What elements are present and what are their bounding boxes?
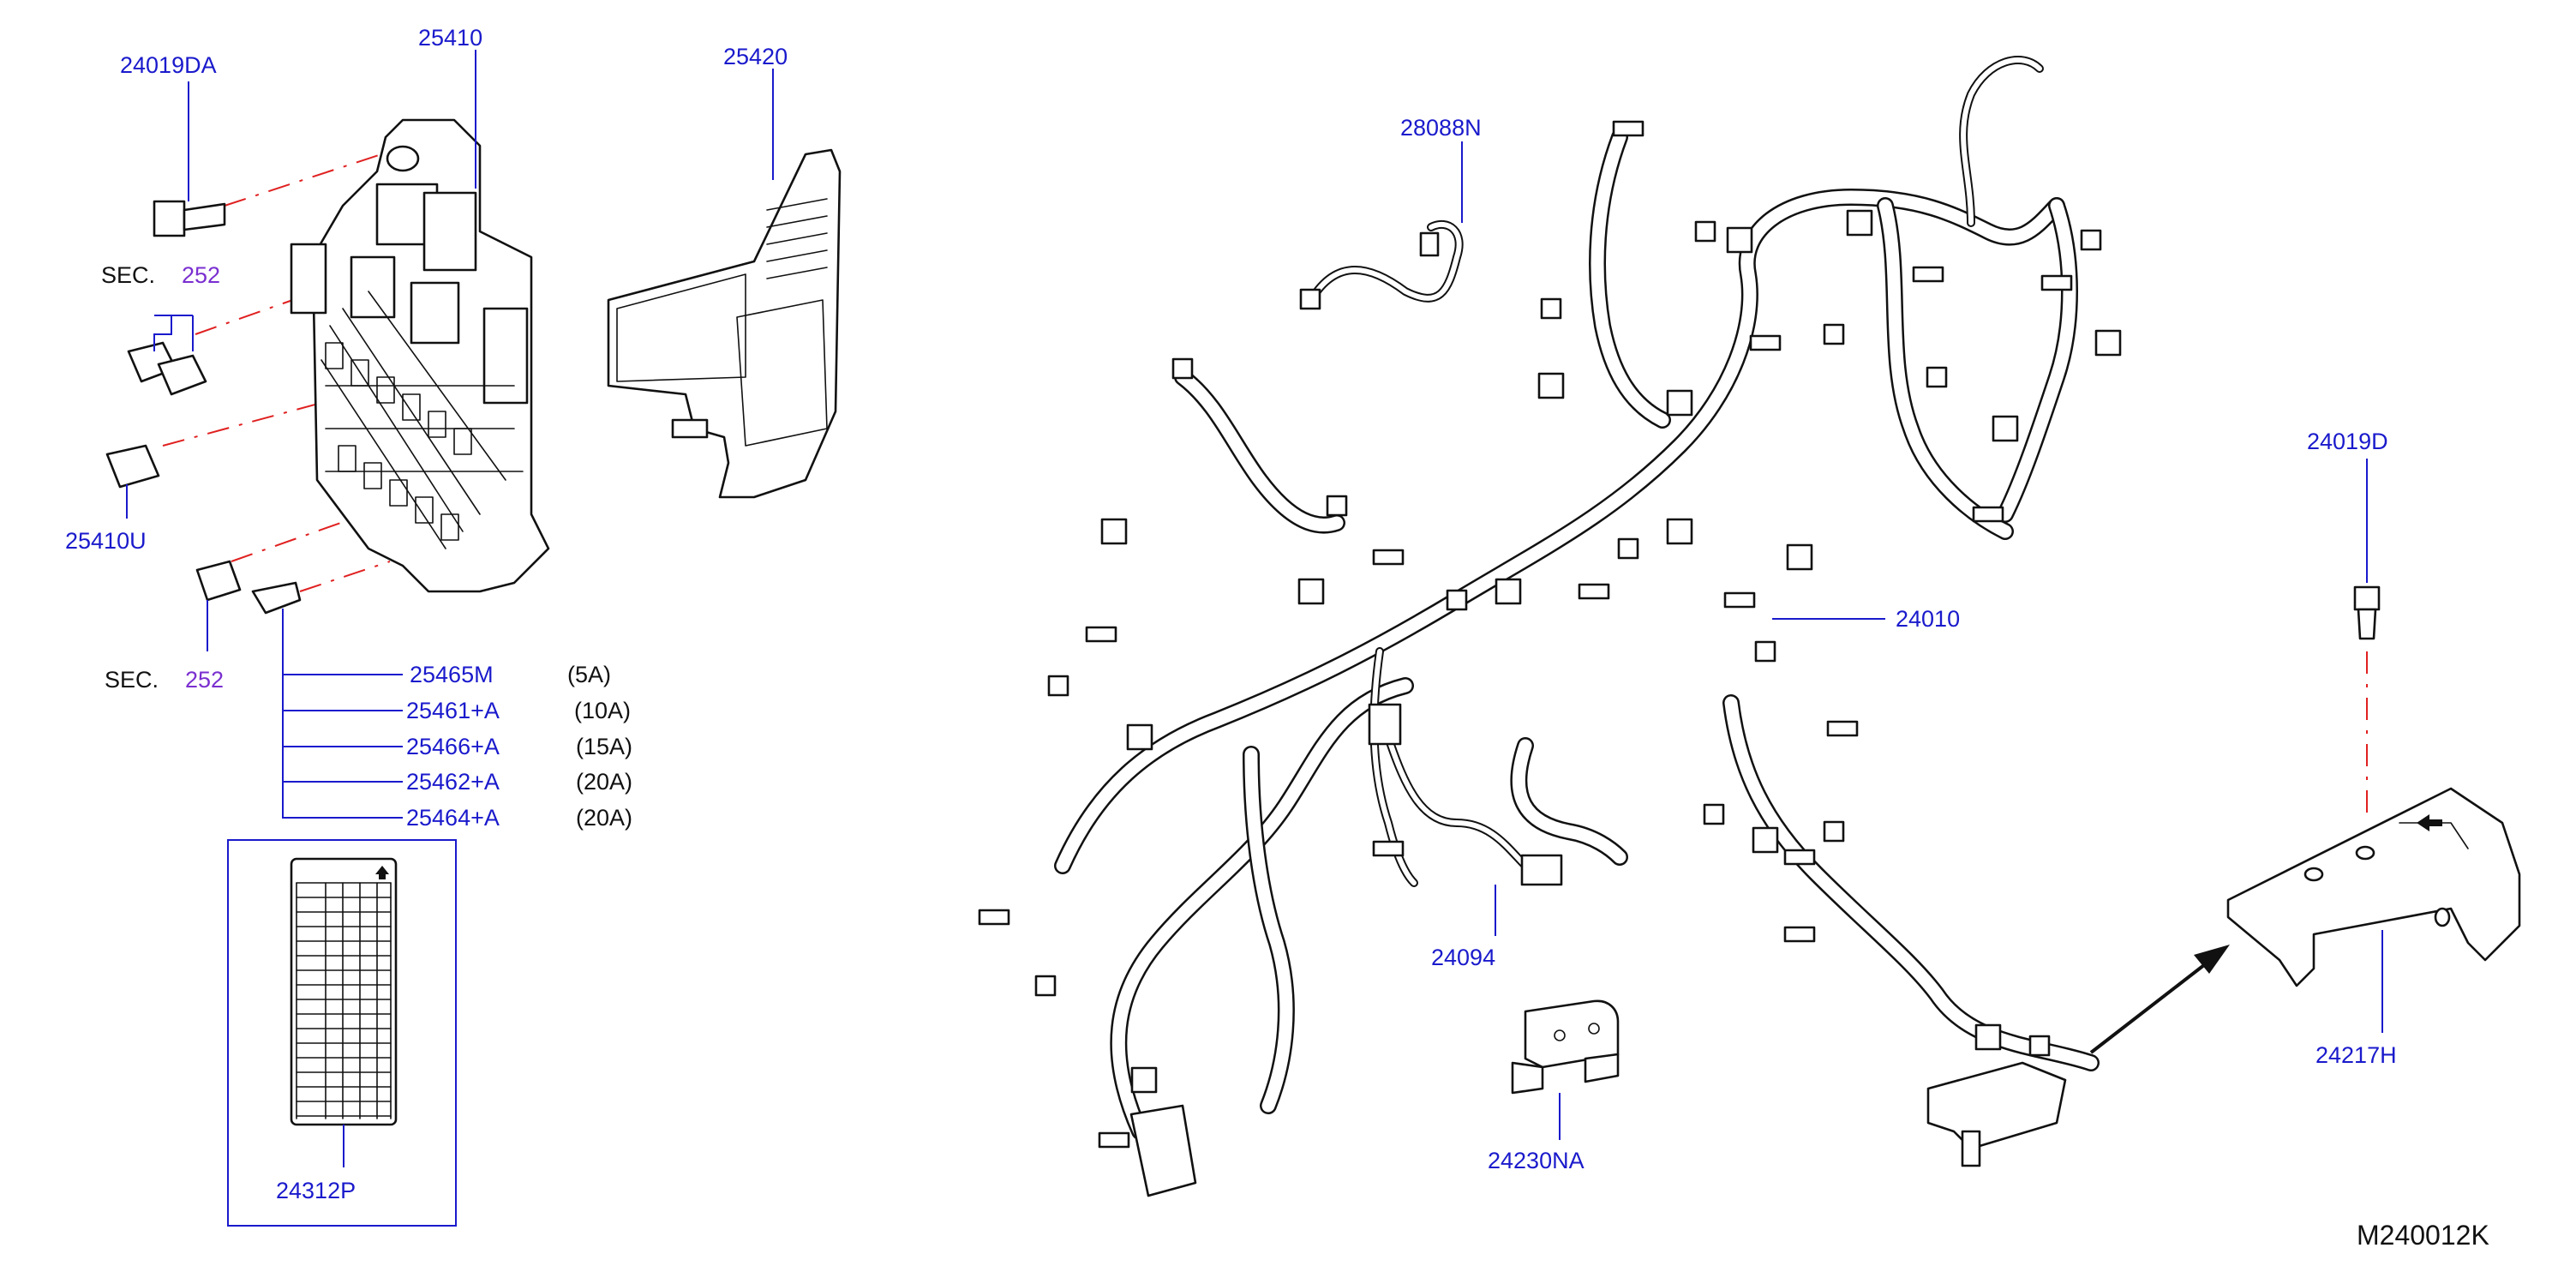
fuse-part-5: 25464+A xyxy=(406,805,500,831)
drawing-id: M240012K xyxy=(2357,1220,2489,1251)
callout-24230na: 24230NA xyxy=(1488,1148,1585,1173)
harness-connector xyxy=(1666,389,1693,417)
harness-connector xyxy=(2028,1035,2051,1057)
harness-connector xyxy=(1749,334,1782,351)
harness-connector xyxy=(1034,975,1057,997)
harness-connector xyxy=(1926,366,1948,388)
fuse-blade xyxy=(251,581,302,615)
harness-connector xyxy=(1126,723,1153,751)
fuse-part-1: 25465M xyxy=(410,662,494,687)
harness-connector xyxy=(2080,229,2102,251)
sub-harness: 24094 xyxy=(1368,703,1563,970)
section-ref-prefix-1: SEC. xyxy=(101,262,155,288)
fuse-rating-1: (5A) xyxy=(567,662,611,687)
harness-connector xyxy=(1786,543,1813,571)
harness-connector xyxy=(1992,415,2019,442)
harness-connector xyxy=(1723,591,1756,609)
harness-connector xyxy=(2040,274,2073,291)
fuse-rating-4: (20A) xyxy=(576,769,632,795)
callout-24019d: 24019D xyxy=(2307,429,2388,454)
harness-connector xyxy=(1297,578,1325,605)
harness-connector xyxy=(1974,1023,2002,1051)
harness-connector xyxy=(2094,329,2122,357)
callout-24010: 24010 xyxy=(1896,606,1960,632)
fuse-rating-2: (10A) xyxy=(574,698,631,723)
harness-connector xyxy=(1098,1131,1130,1149)
fuse-part-3: 25466+A xyxy=(406,734,500,759)
fuse-rating-3: (15A) xyxy=(576,734,632,759)
harness-connector xyxy=(1495,578,1522,605)
section-ref-number-2: 252 xyxy=(185,667,224,693)
section-ref-prefix-2: SEC. xyxy=(105,667,159,693)
fuse-block-cover: 25420 xyxy=(607,44,842,499)
callout-24312p: 24312P xyxy=(276,1178,356,1203)
callout-25410: 25410 xyxy=(418,25,482,51)
harness-connector xyxy=(1171,357,1194,380)
harness-connector xyxy=(1537,372,1565,399)
harness-connector xyxy=(1446,589,1468,611)
harness-lower-bracket xyxy=(1129,1061,2067,1197)
callout-24094: 24094 xyxy=(1431,945,1495,970)
relay-lower xyxy=(195,560,242,602)
harness-connector xyxy=(1100,518,1128,545)
harness-connector xyxy=(1372,840,1405,857)
harness-connector xyxy=(1578,583,1610,600)
harness-connector xyxy=(1130,1066,1158,1094)
fuse-part-4: 25462+A xyxy=(406,769,500,795)
callout-25410u: 25410U xyxy=(65,528,147,554)
fuse-rating-5: (20A) xyxy=(576,805,632,831)
harness-connector xyxy=(1783,926,1816,943)
fuse-block-assembly: 24019DA 25410 SEC. 252 25410U SEC. 252 xyxy=(65,25,550,819)
harness-connector xyxy=(1703,803,1725,825)
callout-24217h: 24217H xyxy=(2315,1042,2397,1068)
harness-connector xyxy=(1846,209,1873,237)
callout-24019da: 24019DA xyxy=(120,52,217,78)
main-harness: 24010 xyxy=(978,56,2122,1149)
relay-upper-pair xyxy=(127,341,207,396)
harness-connector xyxy=(1972,506,2004,523)
harness-connector xyxy=(1823,323,1845,345)
harness-connector xyxy=(1372,549,1405,566)
harness-connector xyxy=(1540,297,1562,320)
harness-connector xyxy=(1694,220,1716,243)
bolt-24019da xyxy=(153,200,226,237)
section-ref-number-1: 252 xyxy=(182,262,220,288)
harness-connector xyxy=(1826,720,1859,737)
harness-connector xyxy=(1783,849,1816,866)
harness-connector xyxy=(1326,495,1348,517)
harness-connector xyxy=(1726,226,1753,254)
harness-connector xyxy=(1612,120,1644,137)
harness-connector xyxy=(1047,675,1069,697)
callout-25420: 25420 xyxy=(723,44,788,69)
harness-connector xyxy=(1666,518,1693,545)
fuse-label-card: 24312P xyxy=(227,839,457,1227)
harness-connector xyxy=(1085,626,1117,643)
harness-connector xyxy=(1617,537,1639,560)
fuse-list: 25465M (5A) 25461+A (10A) 25466+A (15A) … xyxy=(406,662,632,831)
harness-connector xyxy=(978,909,1010,926)
harness-connector xyxy=(1752,826,1779,854)
bracket-assembly: 24019D 24217H xyxy=(2089,429,2521,1068)
relay-25410u xyxy=(105,444,160,489)
clip-bracket: 24230NA xyxy=(1488,999,1620,1173)
harness-connector xyxy=(1754,640,1776,663)
callout-28088n: 28088N xyxy=(1400,115,1482,141)
sensor-harness: 28088N xyxy=(1299,115,1482,310)
harness-connector xyxy=(1823,820,1845,843)
harness-connector xyxy=(1912,266,1944,283)
fuse-part-2: 25461+A xyxy=(406,698,500,723)
